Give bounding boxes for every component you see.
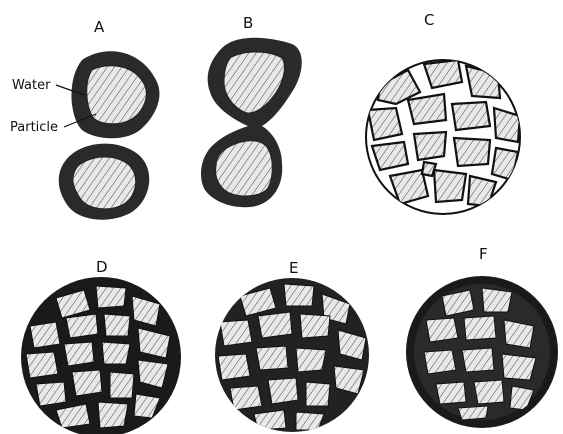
water-callout-label: Water: [12, 78, 51, 93]
panel-a-particle-bottom: [59, 144, 150, 220]
panel-label-b: B: [243, 14, 253, 32]
panel-label-e: E: [289, 259, 298, 277]
panel-label-a: A: [94, 18, 105, 36]
panel-c: [366, 60, 520, 214]
panel-e: [215, 278, 369, 432]
panel-d: [21, 277, 181, 434]
panel-label-f: F: [479, 245, 488, 263]
panel-label-d: D: [96, 258, 108, 276]
panel-f: [406, 276, 558, 428]
particle-callout-label: Particle: [10, 120, 58, 135]
panel-a: Water Particle: [10, 51, 159, 219]
panel-a-particle-top: [71, 51, 159, 138]
panel-label-c: C: [424, 11, 434, 29]
panel-b: [201, 38, 302, 207]
